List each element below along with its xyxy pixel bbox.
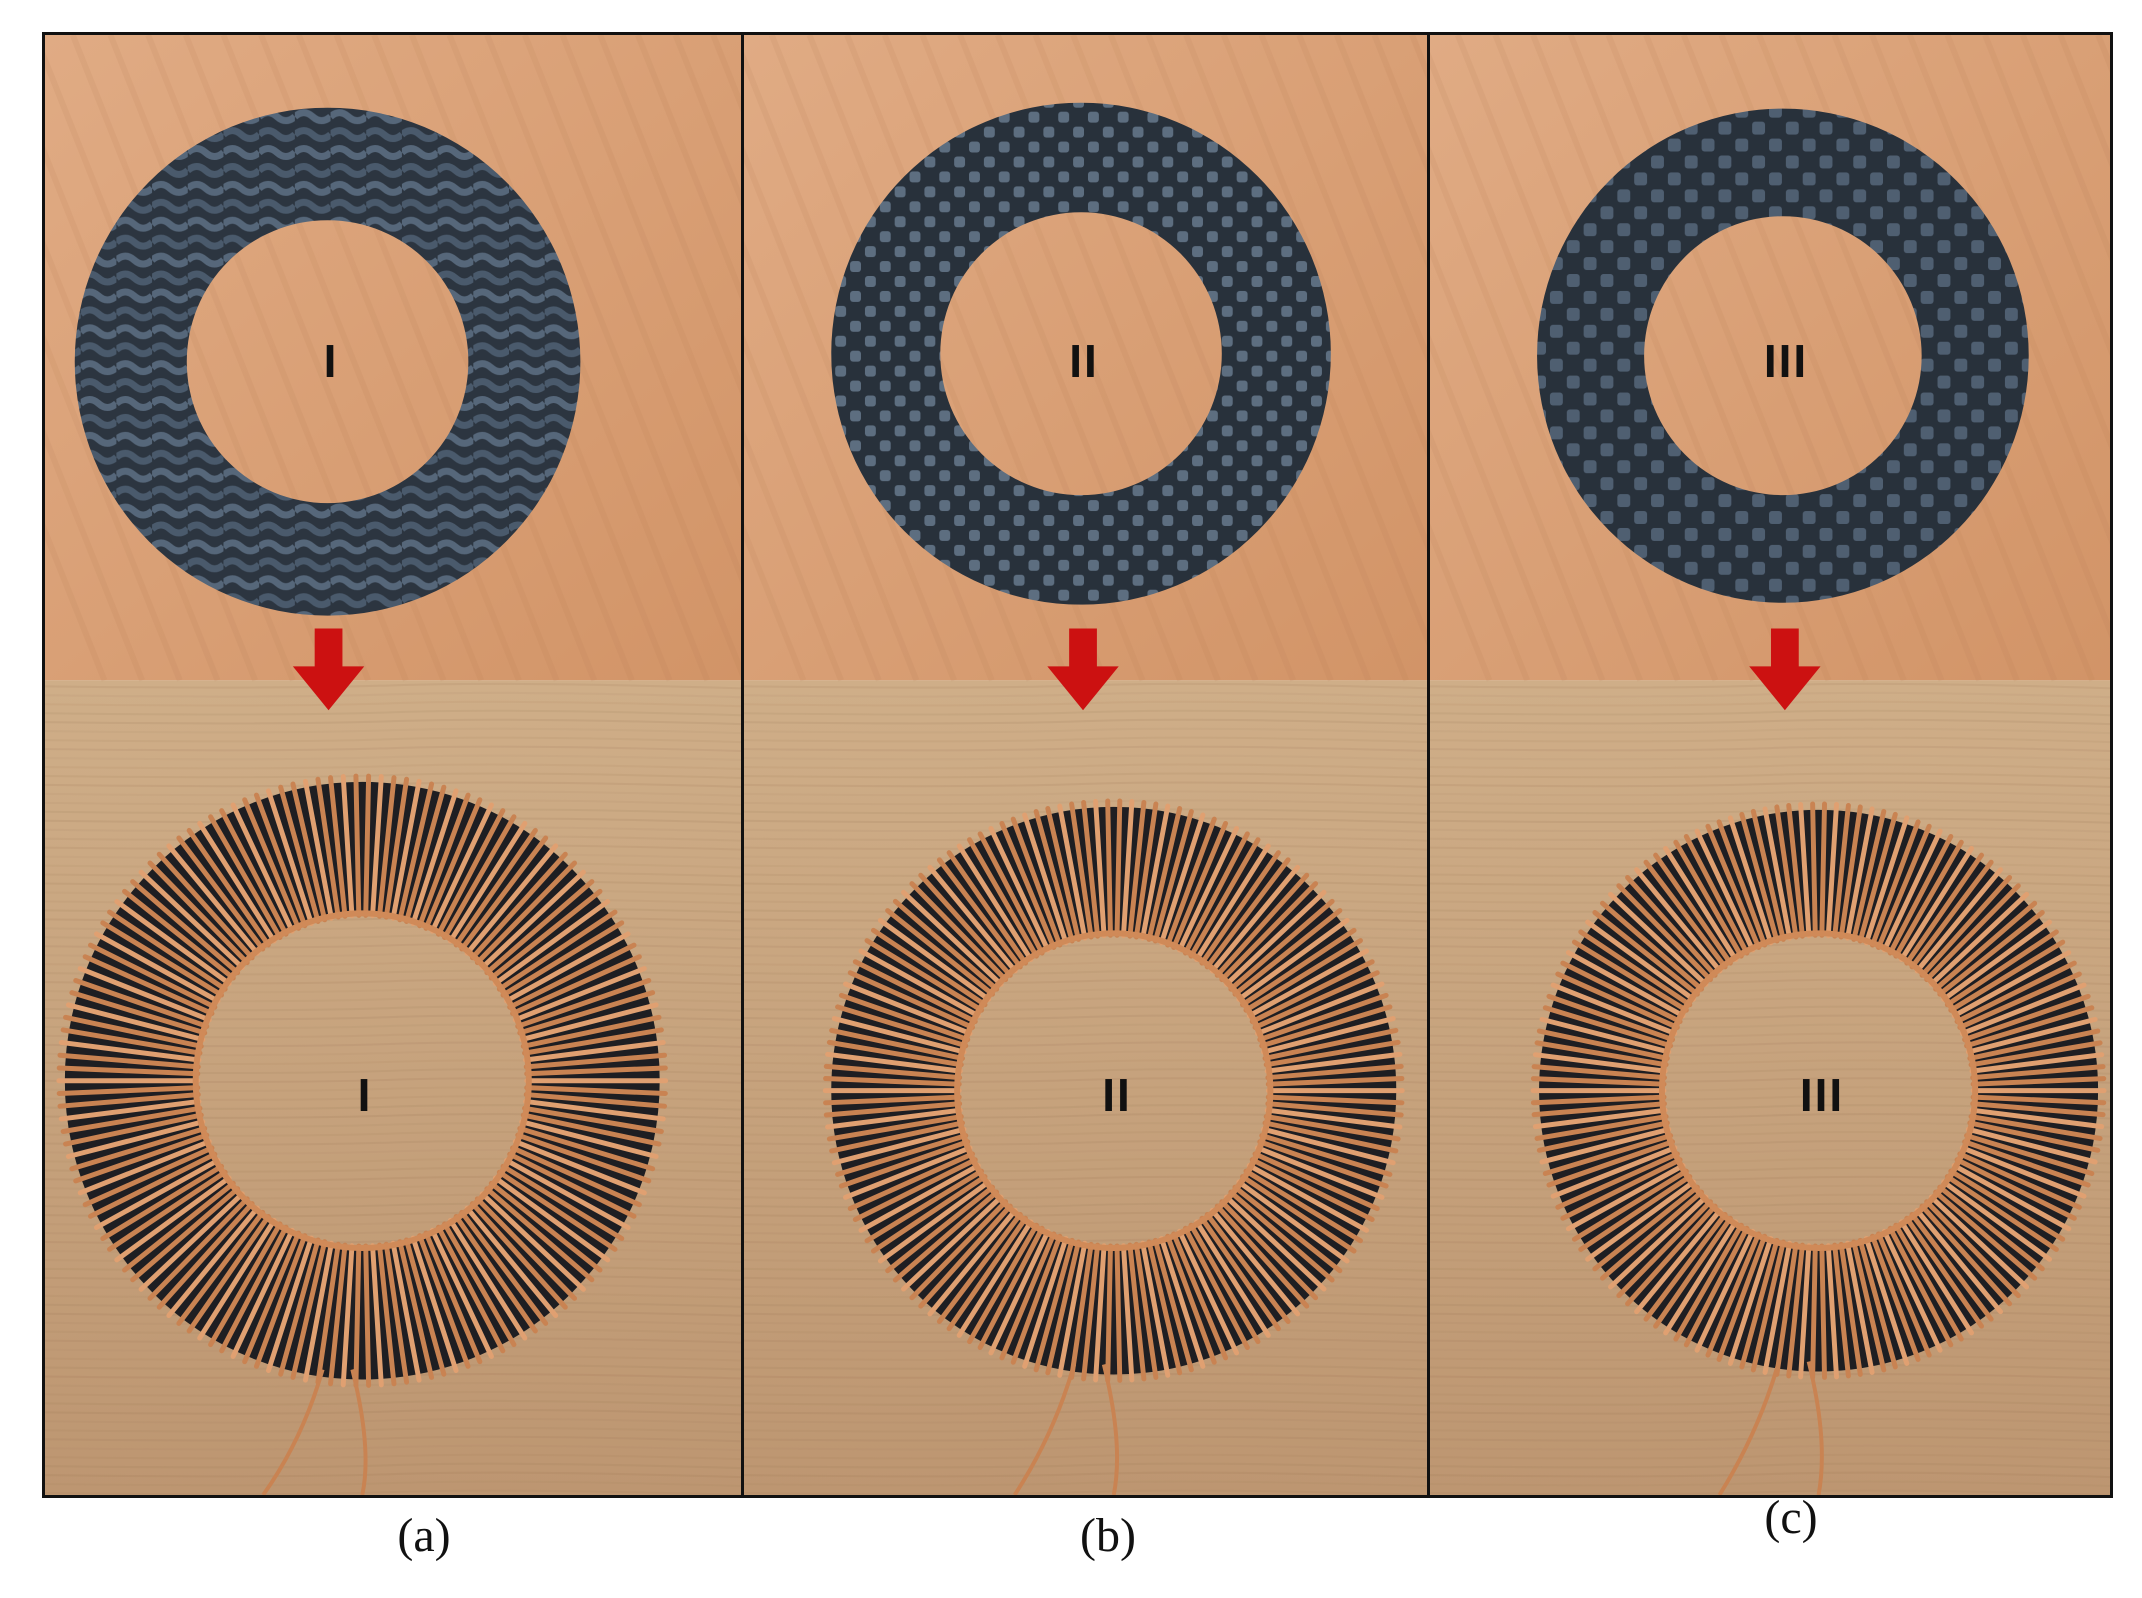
panel-c: III III — [1427, 32, 2113, 1498]
copper-winding — [822, 798, 1405, 1383]
panel-a: I I — [42, 32, 744, 1498]
ring-label-bottom: I — [357, 1069, 373, 1121]
down-arrow-icon — [1047, 628, 1119, 711]
ring-label-top: III — [1763, 335, 1809, 387]
ring-label-top: I — [323, 335, 339, 387]
ring-label-bottom: III — [1799, 1069, 1845, 1121]
lead-wire — [350, 1369, 368, 1495]
panel-b: II II — [741, 32, 1430, 1498]
lead-wire — [1101, 1364, 1120, 1495]
carbon-fiber-ring — [74, 107, 581, 616]
panel-a-photo — [45, 35, 741, 1495]
caption-b: (b) — [1080, 1509, 1136, 1562]
panel-c-photo — [1430, 35, 2110, 1495]
ring-label-top: II — [1069, 335, 1099, 387]
down-arrow-icon — [1749, 628, 1821, 711]
carbon-fiber-ring — [831, 102, 1331, 605]
ring-label-bottom: II — [1102, 1069, 1132, 1121]
caption-c: (c) — [1764, 1491, 1818, 1544]
down-arrow-icon — [292, 628, 365, 711]
lead-wire — [1012, 1363, 1077, 1495]
copper-winding — [1530, 801, 2107, 1380]
lead-wire — [1806, 1361, 1824, 1495]
lead-wire — [1717, 1361, 1781, 1495]
carbon-fiber-ring — [1537, 108, 2029, 603]
panel-b-photo — [744, 35, 1427, 1495]
lead-wire — [261, 1368, 325, 1495]
caption-a: (a) — [397, 1509, 451, 1562]
copper-winding — [56, 773, 669, 1388]
